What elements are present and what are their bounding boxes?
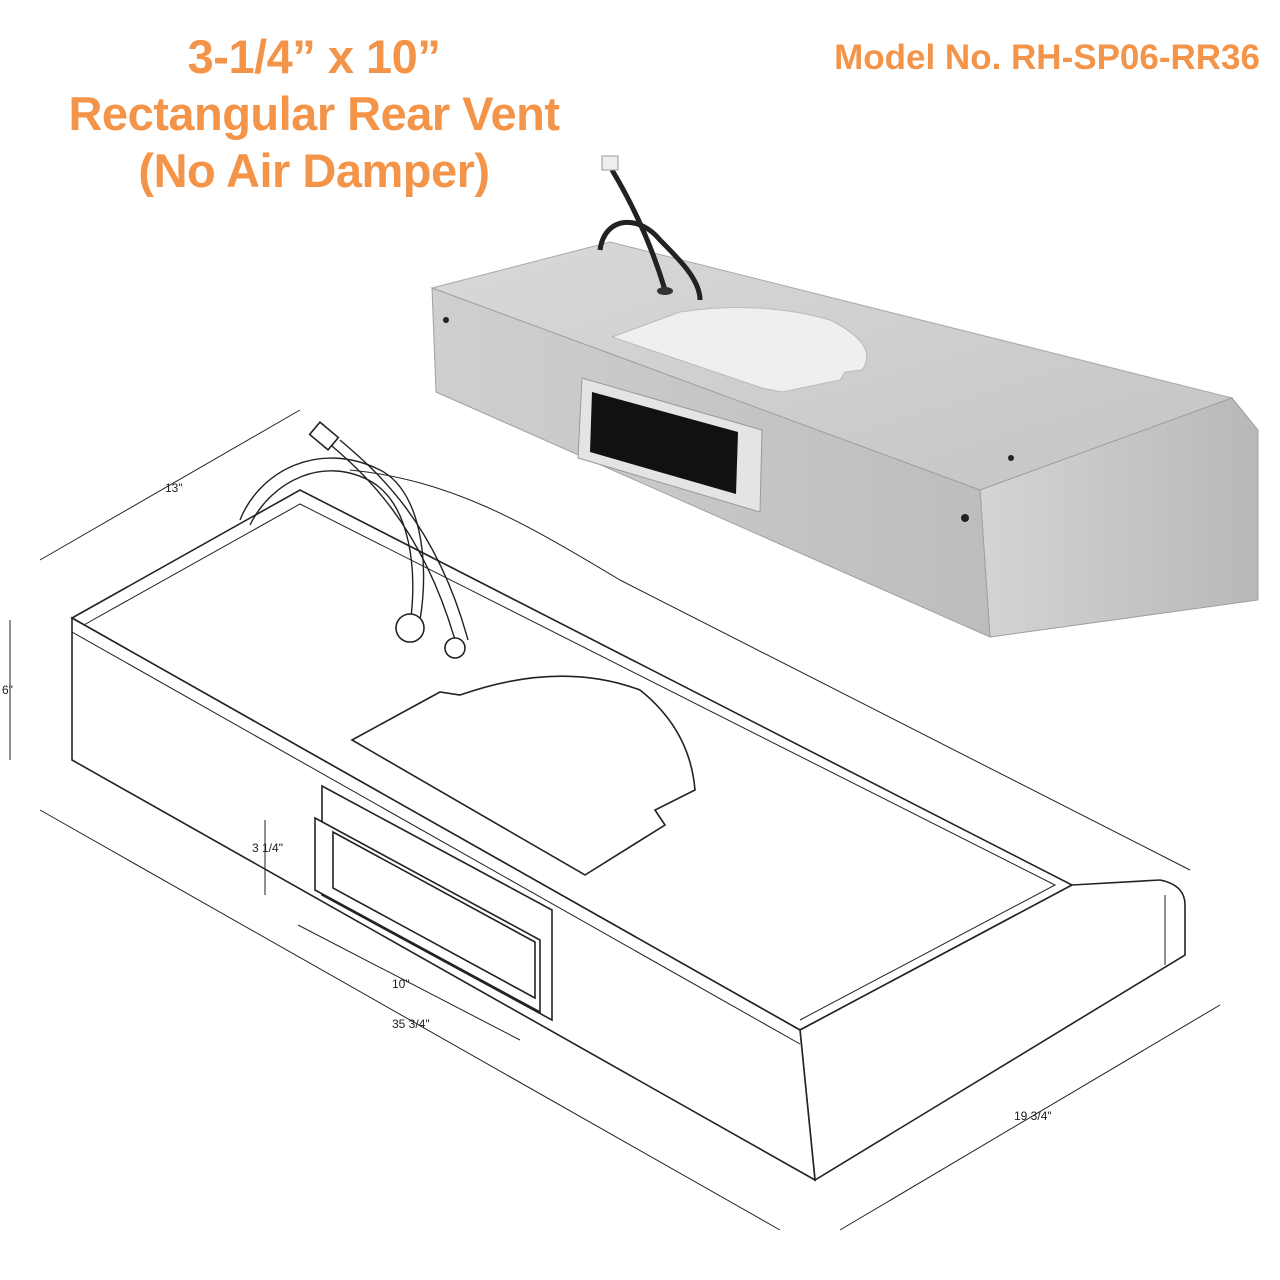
drawing-blower-plate — [350, 675, 696, 876]
title-line-damper: (No Air Damper) — [138, 144, 490, 197]
title-line-vent-type: Rectangular Rear Vent — [68, 87, 560, 140]
drawing-cable — [239, 457, 425, 621]
drawing-side-face — [799, 879, 1186, 1182]
dim-line-width — [39, 809, 781, 1231]
render-grommet — [657, 287, 673, 295]
render-vent-opening — [590, 392, 738, 494]
render-cable-loop — [597, 219, 703, 301]
dim-line-depth — [39, 409, 301, 561]
dim-line-vent-width — [297, 924, 521, 1041]
title-line-vent-size: 3-1/4” x 10” — [187, 30, 441, 83]
dim-width-label: 35 3/4" — [392, 1017, 430, 1031]
model-number: Model No. RH-SP06-RR36 — [834, 38, 1260, 77]
drawing-vent-box — [314, 816, 541, 1014]
dim-side-depth-label: 19 3/4" — [1014, 1109, 1052, 1123]
dim-height-label: 6" — [2, 683, 13, 697]
dim-depth-label: 13" — [165, 481, 183, 495]
dim-vent-height-label: 3 1/4" — [252, 841, 283, 855]
render-blower-plate — [610, 307, 868, 393]
dim-line-side-depth — [839, 1004, 1221, 1231]
drawing-connector — [308, 421, 340, 451]
dim-vent-width-label: 10" — [392, 977, 410, 991]
render-connector-plug — [601, 155, 619, 171]
product-title: 3-1/4” x 10” Rectangular Rear Vent (No A… — [0, 28, 628, 199]
